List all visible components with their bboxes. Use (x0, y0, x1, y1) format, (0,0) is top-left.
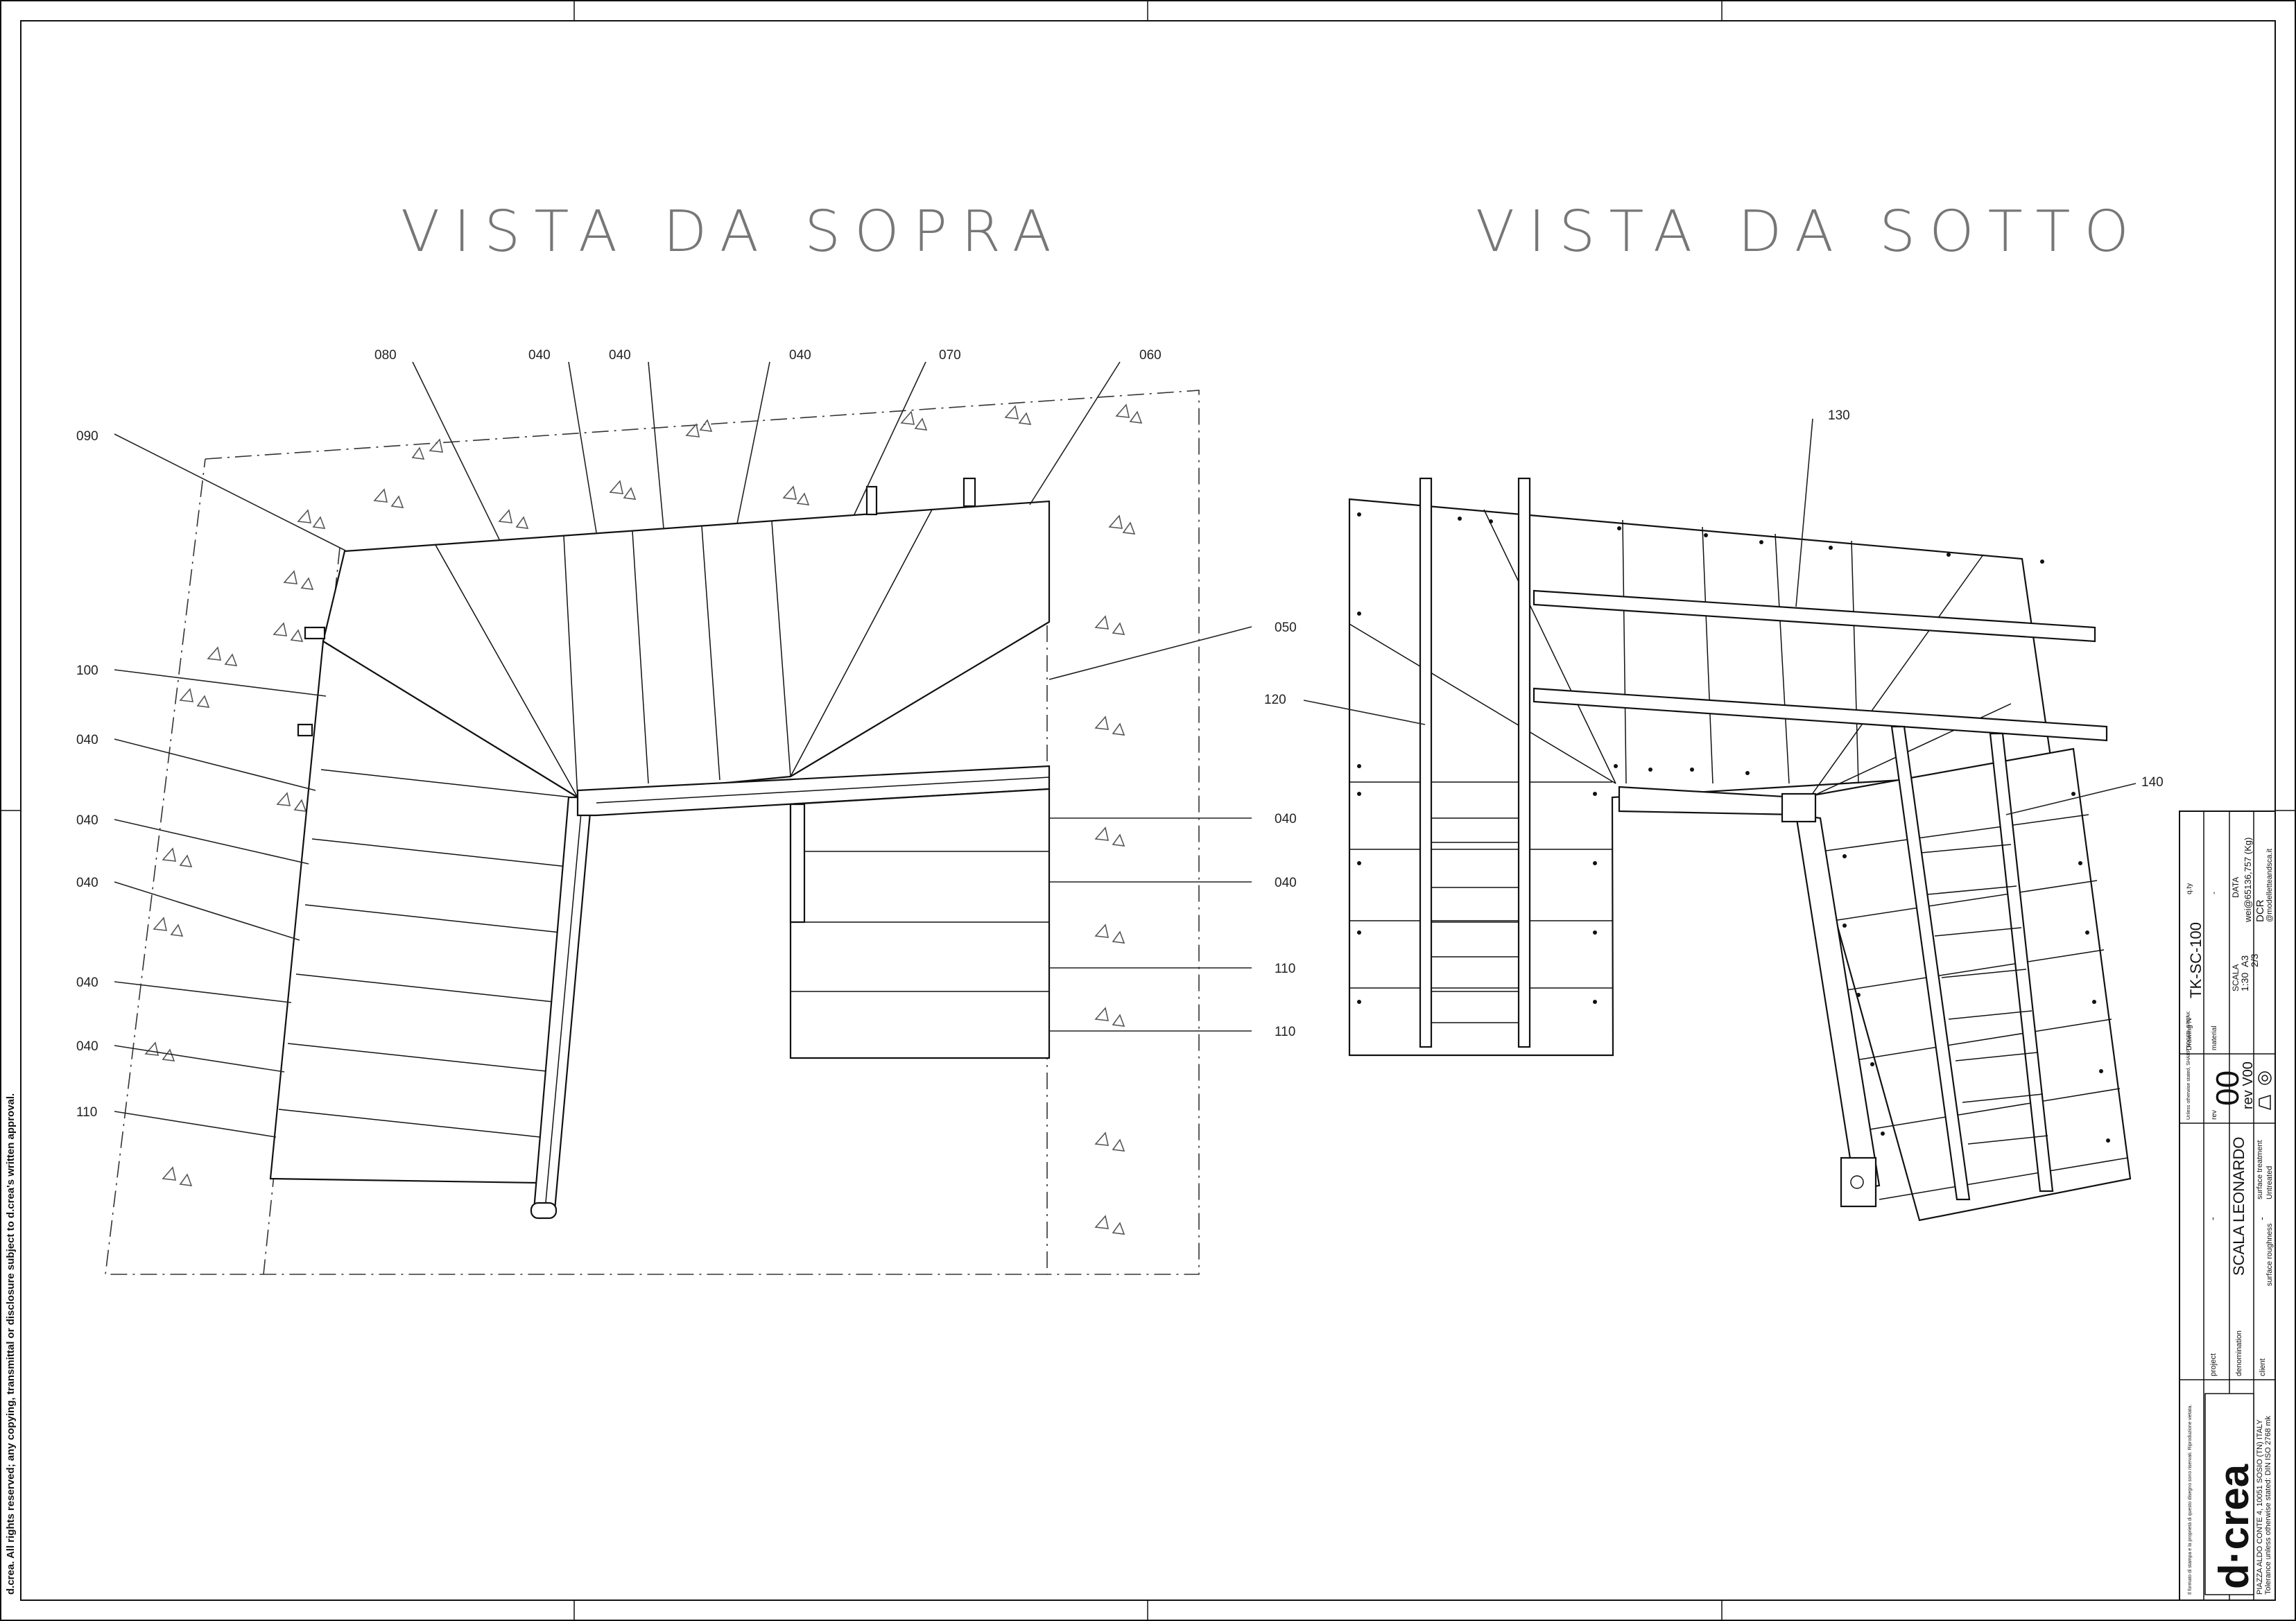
callout-label: 040 (528, 348, 551, 363)
callout-label: 120 (1264, 693, 1286, 707)
bottom-view-title: VISTA DA SOTTO (1476, 199, 2143, 265)
qty-value: - (2209, 892, 2218, 894)
screw-dots (1357, 512, 2110, 1143)
company-logo: d·crea (2204, 1393, 2257, 1595)
callout-label: 070 (939, 348, 961, 363)
title-block: d·crea PIAZZA ALDO CONTE 4, 10051 SOSIO … (2179, 810, 2276, 1601)
email-value: @modelletteandsca.it (2265, 849, 2274, 922)
callout-label: 040 (789, 348, 811, 363)
project-value: - (2207, 1217, 2218, 1220)
callout-label: 090 (76, 429, 98, 444)
scale-label: SCALA (2231, 964, 2241, 991)
format-value: A3 (2239, 955, 2250, 967)
copyright-note: d.crea. All rights reserved; any copying… (5, 1093, 17, 1595)
callout-label: 040 (1275, 812, 1297, 826)
drawing-no-label: Drawing N° (2186, 1015, 2193, 1050)
qty-label: q.ty (2186, 883, 2193, 894)
rev-value: 00 (2209, 1070, 2245, 1106)
callout-label: 040 (76, 1039, 98, 1054)
logo-text: d·crea (2211, 1464, 2257, 1589)
sheet-value: 2/3 (2249, 953, 2260, 967)
bottom-view: 130 120 140 (1264, 408, 2164, 1222)
scale-value: 1:30 (2239, 973, 2250, 991)
surface-treatment-label: surface treatment (2256, 1140, 2264, 1199)
company-address: PIAZZA ALDO CONTE 4, 10051 SOSIO (TN) IT… (2256, 1419, 2264, 1595)
right-flight-treads (789, 788, 1051, 1059)
bottom-leaders (1303, 418, 2137, 815)
bottom-callouts: 130 120 140 (1264, 408, 2164, 790)
top-callouts: 080 040 040 040 070 060 090 100 040 040 … (76, 348, 1297, 1120)
underside-beams (1533, 589, 2108, 742)
surface-treatment-value: Untreated (2265, 1166, 2274, 1199)
project-label: project (2209, 1353, 2218, 1376)
denomination-value: SCALA LEONARDO (2230, 1136, 2247, 1276)
callout-label: 050 (1275, 621, 1297, 635)
top-leaders (114, 361, 1252, 1138)
callout-label: 040 (76, 733, 98, 747)
callout-label: 040 (609, 348, 631, 363)
material-label: material (2211, 1025, 2218, 1050)
drawing-no-value: TK-SC-100 (2187, 922, 2204, 998)
callout-label: 100 (76, 664, 98, 678)
callout-label: 080 (374, 348, 397, 363)
tolerance-note: Tolerance unless otherwise stated: DIN I… (2264, 1415, 2272, 1595)
posts (297, 477, 976, 737)
callout-label: 110 (1275, 962, 1295, 976)
callout-label: 040 (76, 876, 98, 890)
client-label: client (2259, 1358, 2267, 1376)
author-value: DCR (2254, 899, 2266, 922)
callout-label: 040 (76, 813, 98, 828)
underside-stringer (1618, 786, 1881, 1208)
callout-label: 110 (1275, 1025, 1295, 1039)
rev-label: rev (2211, 1110, 2218, 1120)
title-block-text: PIAZZA ALDO CONTE 4, 10051 SOSIO (TN) IT… (2186, 838, 2274, 1595)
callout-label: 110 (76, 1105, 97, 1120)
callout-label: 040 (76, 976, 98, 990)
client-value: - (2256, 1217, 2267, 1220)
concrete-hatch (144, 404, 1143, 1235)
date-label: DATA (2231, 877, 2241, 898)
denomination-label: denomination (2235, 1330, 2243, 1376)
stamp-note: Unless otherwise stated, SHARP EDGES, BR… (2186, 1011, 2191, 1120)
callout-label: 140 (2141, 775, 2164, 790)
fine-print: Il formato di stampa e la proprietà di q… (2188, 1405, 2193, 1595)
ladder-left (1419, 477, 1531, 1048)
callout-label: 060 (1139, 348, 1162, 363)
ladder-right (1890, 725, 2054, 1201)
underside-right-flight (1800, 747, 2132, 1222)
top-view-title: VISTA DA SOPRA (401, 199, 1065, 265)
surface-roughness-label: surface roughness (2265, 1223, 2274, 1286)
callout-label: 130 (1828, 408, 1850, 423)
top-view: 080 040 040 040 070 060 090 100 040 040 … (76, 348, 1297, 1275)
projection-symbol-icon (2258, 1071, 2272, 1111)
rev-version: rev V00 (2241, 1061, 2256, 1109)
callout-label: 040 (1275, 876, 1297, 890)
weight-value: wei@65136,757 (Kg) (2243, 838, 2253, 923)
